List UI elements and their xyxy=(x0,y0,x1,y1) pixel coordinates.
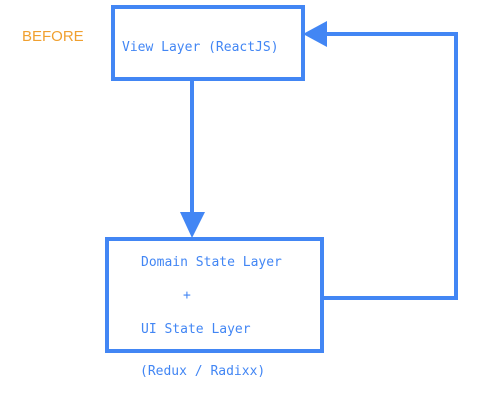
down-arrow-head xyxy=(180,212,205,238)
state-layer-box xyxy=(105,237,324,353)
phase-label: BEFORE xyxy=(22,28,84,45)
feedback-arrow-head xyxy=(303,21,327,47)
state-caption: (Redux / Radixx) xyxy=(140,364,265,379)
ui-state-label: UI State Layer xyxy=(141,322,251,337)
domain-state-label: Domain State Layer xyxy=(141,255,282,270)
plus-sign: + xyxy=(183,288,191,303)
view-layer-label: View Layer (ReactJS) xyxy=(122,40,279,55)
view-layer-box xyxy=(111,5,305,81)
feedback-loop-line xyxy=(322,32,458,300)
